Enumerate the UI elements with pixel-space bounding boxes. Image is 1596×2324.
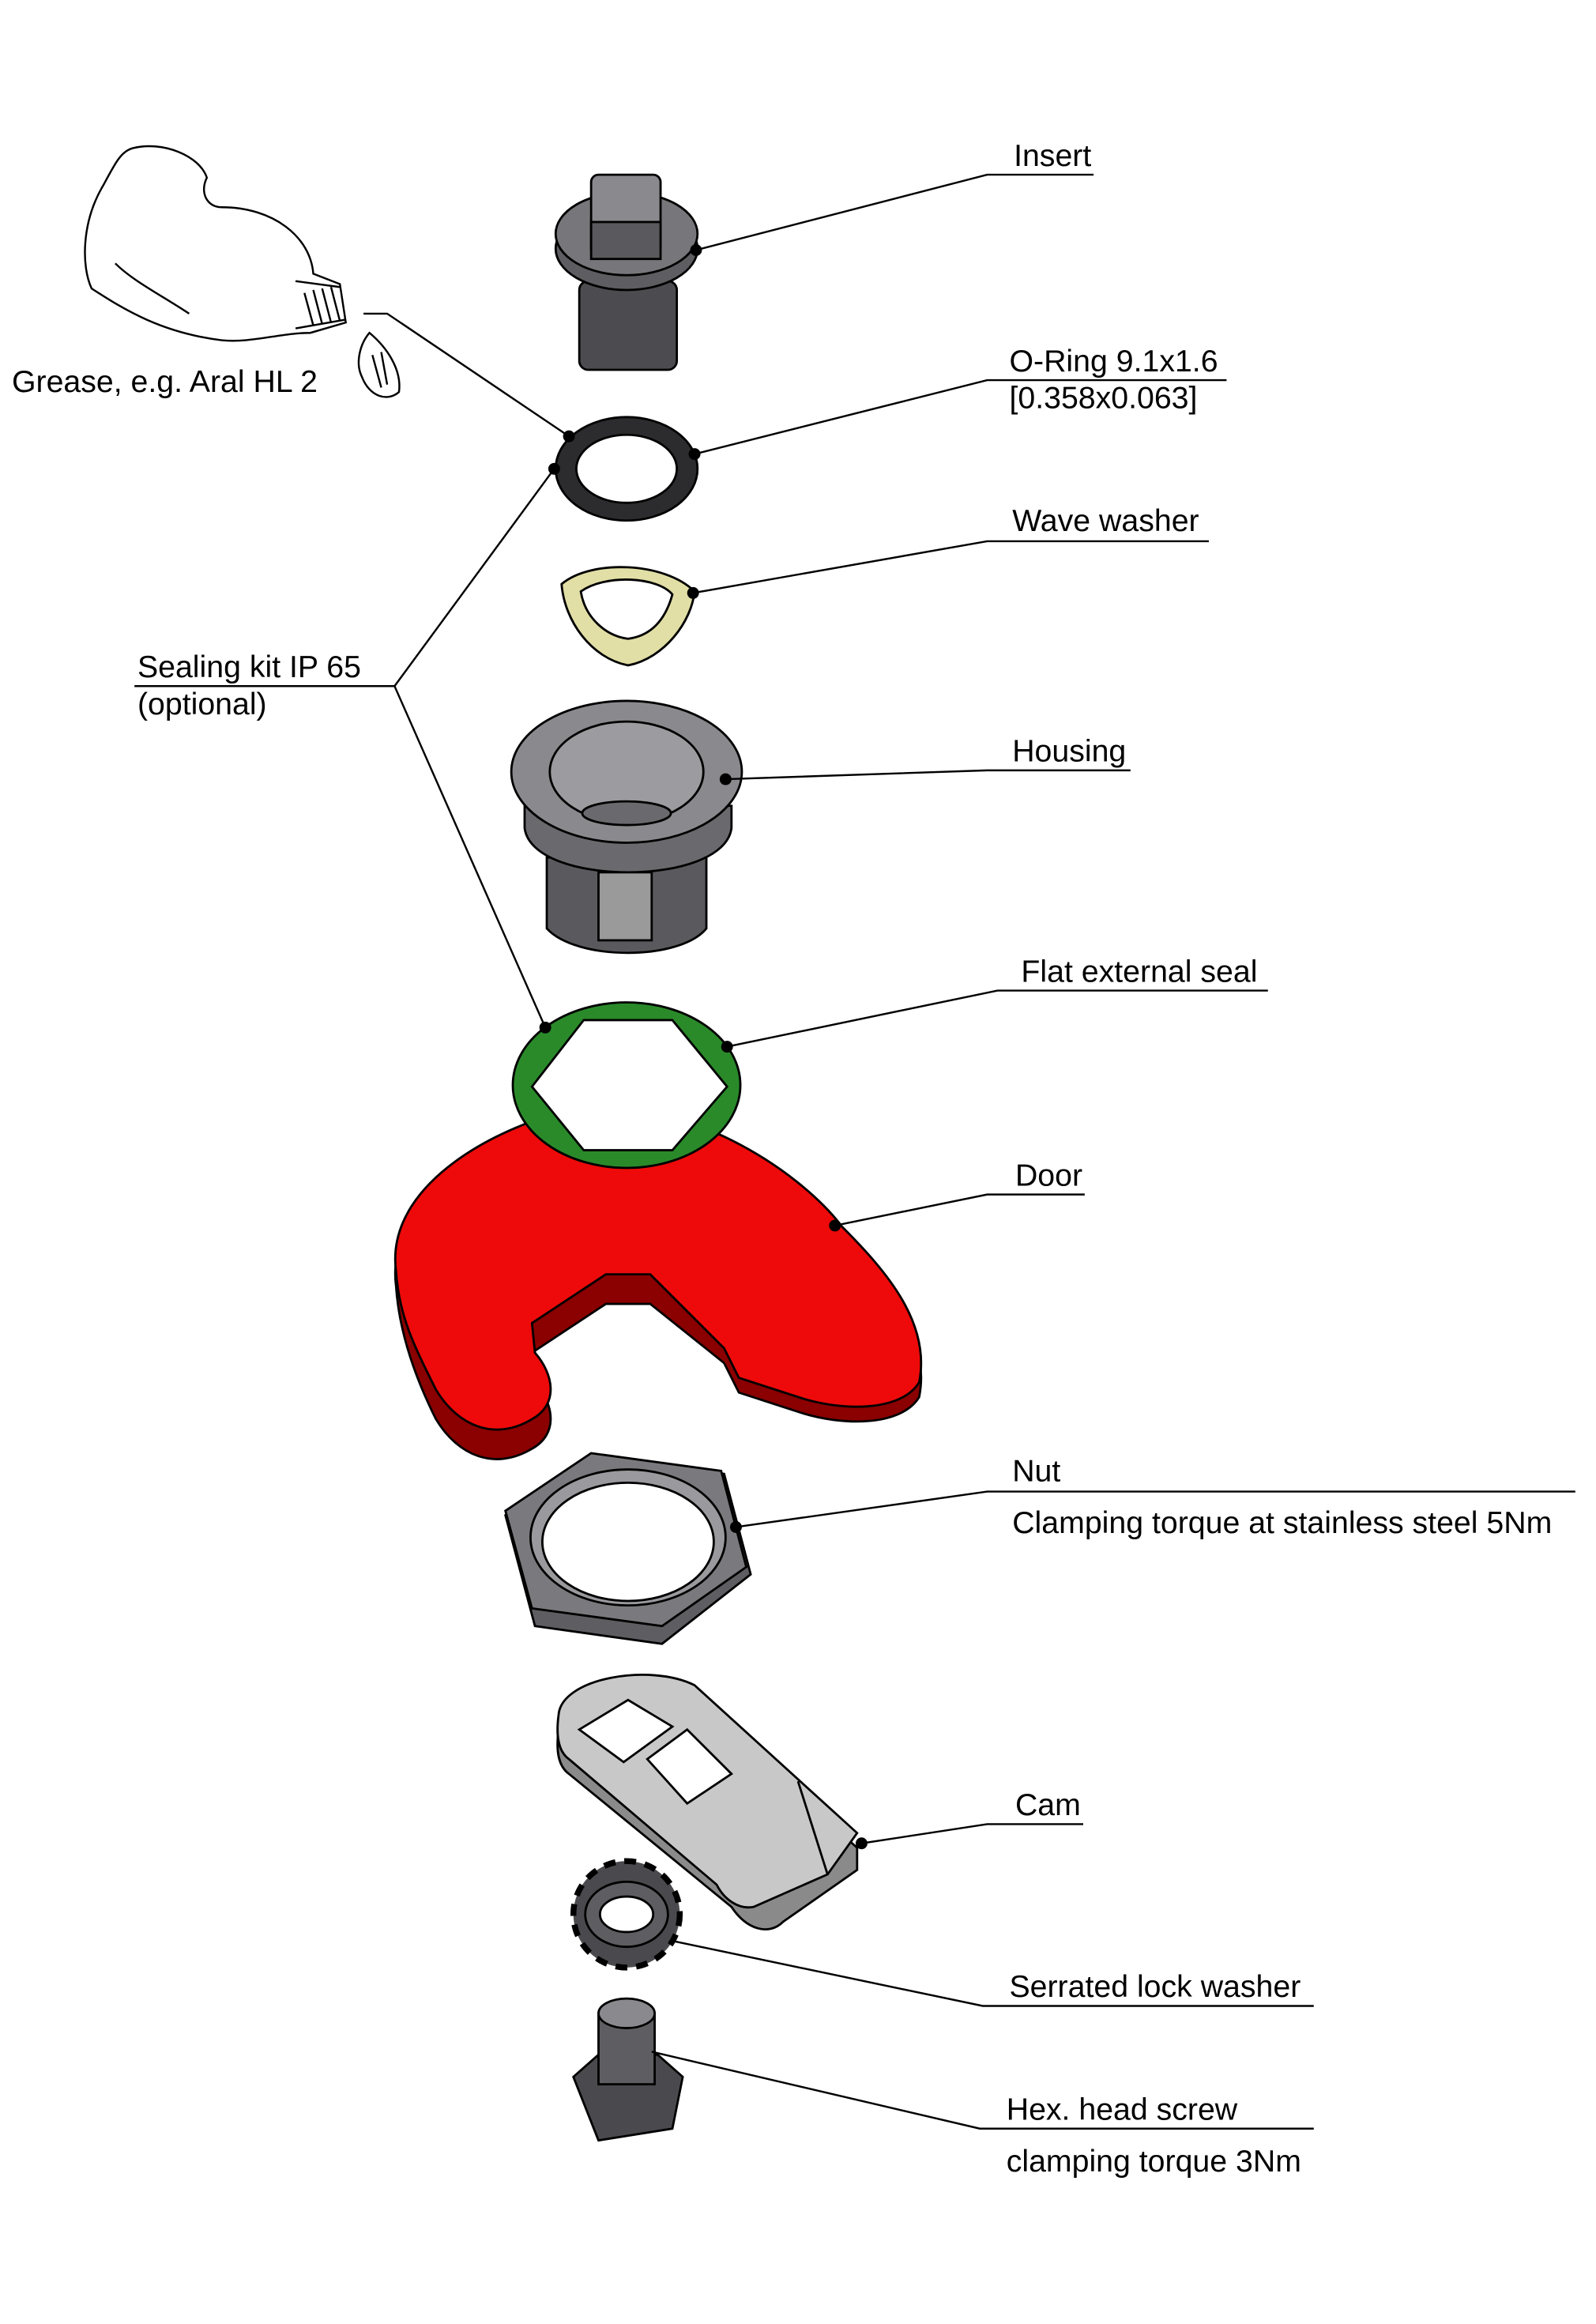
label-wave-washer: Wave washer	[1012, 503, 1199, 538]
label-serrated-washer: Serrated lock washer	[1009, 1969, 1301, 2004]
serrated-washer-part	[570, 1858, 683, 1971]
o-ring-part	[554, 416, 699, 522]
label-nut-note: Clamping torque at stainless steel 5Nm	[1012, 1505, 1552, 1540]
label-housing: Housing	[1012, 734, 1126, 769]
label-nut: Nut	[1012, 1454, 1060, 1489]
cam-part	[556, 1674, 859, 1930]
flat-seal-part	[511, 1001, 742, 1170]
door-part	[393, 1106, 923, 1460]
hex-screw-part	[572, 1997, 684, 2142]
label-cam: Cam	[1015, 1787, 1081, 1822]
housing-part	[510, 699, 743, 955]
wave-washer-part	[560, 566, 696, 667]
label-screw-note: clamping torque 3Nm	[1007, 2144, 1301, 2179]
leader-lines	[134, 173, 1575, 2130]
label-flat-seal: Flat external seal	[1021, 954, 1257, 989]
label-door: Door	[1015, 1158, 1082, 1192]
grease-tube-illustration	[84, 145, 401, 398]
label-sealing-kit: Sealing kit IP 65	[137, 650, 361, 684]
label-grease: Grease, e.g. Aral HL 2	[12, 364, 318, 399]
label-screw: Hex. head screw	[1007, 2092, 1238, 2127]
nut-part	[504, 1452, 752, 1645]
label-oring-size: [0.358x0.063]	[1009, 381, 1197, 416]
insert-part	[554, 173, 699, 371]
label-insert: Insert	[1014, 138, 1091, 173]
label-oring: O-Ring 9.1x1.6	[1009, 344, 1218, 379]
label-sealing-kit-optional: (optional)	[137, 687, 267, 721]
